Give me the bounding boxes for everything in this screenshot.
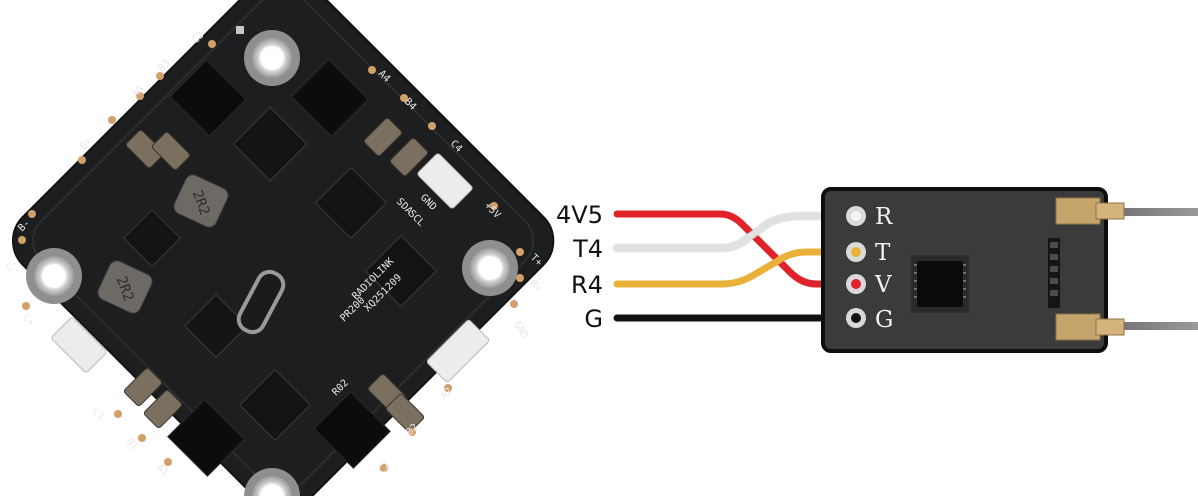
wire-label-r4: R4	[571, 271, 603, 299]
antenna-connector-top	[1055, 197, 1125, 225]
receiver-pin-labels: R T V G	[874, 204, 893, 333]
receiver-pins	[846, 206, 866, 328]
pad-label: C1	[90, 406, 106, 422]
pad-label: C+	[20, 312, 36, 328]
wire-outlines	[612, 211, 860, 253]
wire-label-g: G	[584, 305, 603, 333]
mounting-hole-right	[462, 240, 518, 296]
receiver-chip	[911, 255, 969, 313]
pad-label: C2	[376, 460, 392, 476]
receiver-module: R T V G	[821, 187, 1198, 353]
antenna-bottom	[1100, 322, 1198, 330]
pin-label-t: T	[875, 240, 891, 266]
usb-c-port	[236, 269, 286, 335]
wire-labels: 4V5 T4 R4 G	[556, 201, 603, 333]
antenna-top	[1100, 208, 1198, 216]
pin-label-r: R	[875, 204, 893, 230]
pad-label: B1	[124, 436, 140, 452]
mounting-hole-top	[244, 30, 300, 86]
wire-r4	[613, 248, 859, 288]
wire-label-4v5: 4V5	[556, 201, 603, 229]
capacitors	[123, 117, 429, 433]
mounting-hole-bottom	[244, 468, 300, 500]
pin-v	[846, 274, 866, 294]
jst-connectors	[51, 153, 490, 383]
mounting-hole-left	[26, 248, 82, 304]
pin-r	[846, 206, 866, 226]
pad-label: A2	[438, 386, 454, 402]
pin-label-v: V	[874, 272, 892, 298]
receiver-components	[1048, 238, 1060, 308]
pad-label: R+	[528, 278, 544, 294]
wire-4v5	[613, 210, 859, 288]
wire-label-t4: T4	[572, 235, 603, 263]
wire-t4	[613, 212, 859, 252]
wire-harness	[613, 210, 859, 322]
driver-chips	[123, 106, 438, 442]
pad-label: GND	[511, 320, 530, 341]
pin-g	[846, 308, 866, 328]
inductor-2: 2R2	[97, 260, 153, 314]
mosfet-chips	[167, 59, 391, 477]
flight-controller-board: 2R2 2R2	[4, 0, 555, 500]
inductor-1: 2R2	[173, 174, 229, 228]
solder-pads	[18, 26, 524, 472]
pin-t	[846, 242, 866, 262]
pin-label-g: G	[875, 307, 893, 333]
antenna-connector-bottom	[1055, 313, 1125, 341]
